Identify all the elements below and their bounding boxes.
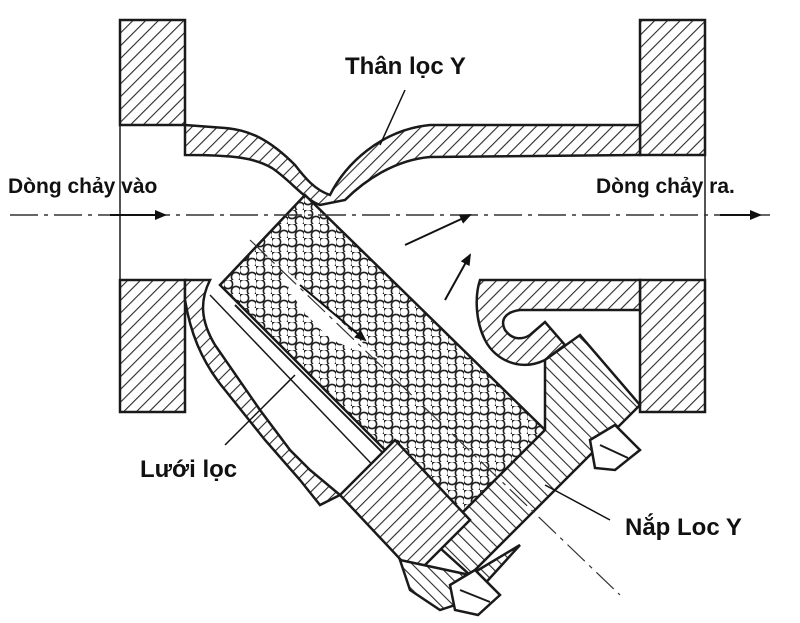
body-lower-right-wall (475, 278, 642, 366)
right-flange (638, 18, 707, 414)
cap-centerline (249, 239, 621, 596)
screen-label: Lưới lọc (140, 456, 237, 483)
cap-leader-line (544, 484, 611, 521)
body-leader-line (379, 89, 406, 146)
bolt-upper (588, 423, 642, 472)
inlet-label: Dòng chảy vào (8, 175, 157, 198)
bolt-lower (448, 568, 502, 617)
strainer-cap (338, 333, 642, 612)
screen-leader-line (224, 374, 296, 446)
outlet-label: Dòng chảy ra. (596, 175, 735, 198)
internal-arrow-2 (444, 253, 471, 301)
body-lower-left-wall (183, 278, 343, 507)
internal-arrow-1 (404, 214, 472, 246)
left-flange (118, 18, 187, 414)
body-label: Thân lọc Y (345, 53, 466, 80)
cap-label: Nắp Loc Y (625, 513, 742, 541)
body-upper-wall (183, 123, 642, 207)
internal-arrow-3 (299, 284, 367, 342)
